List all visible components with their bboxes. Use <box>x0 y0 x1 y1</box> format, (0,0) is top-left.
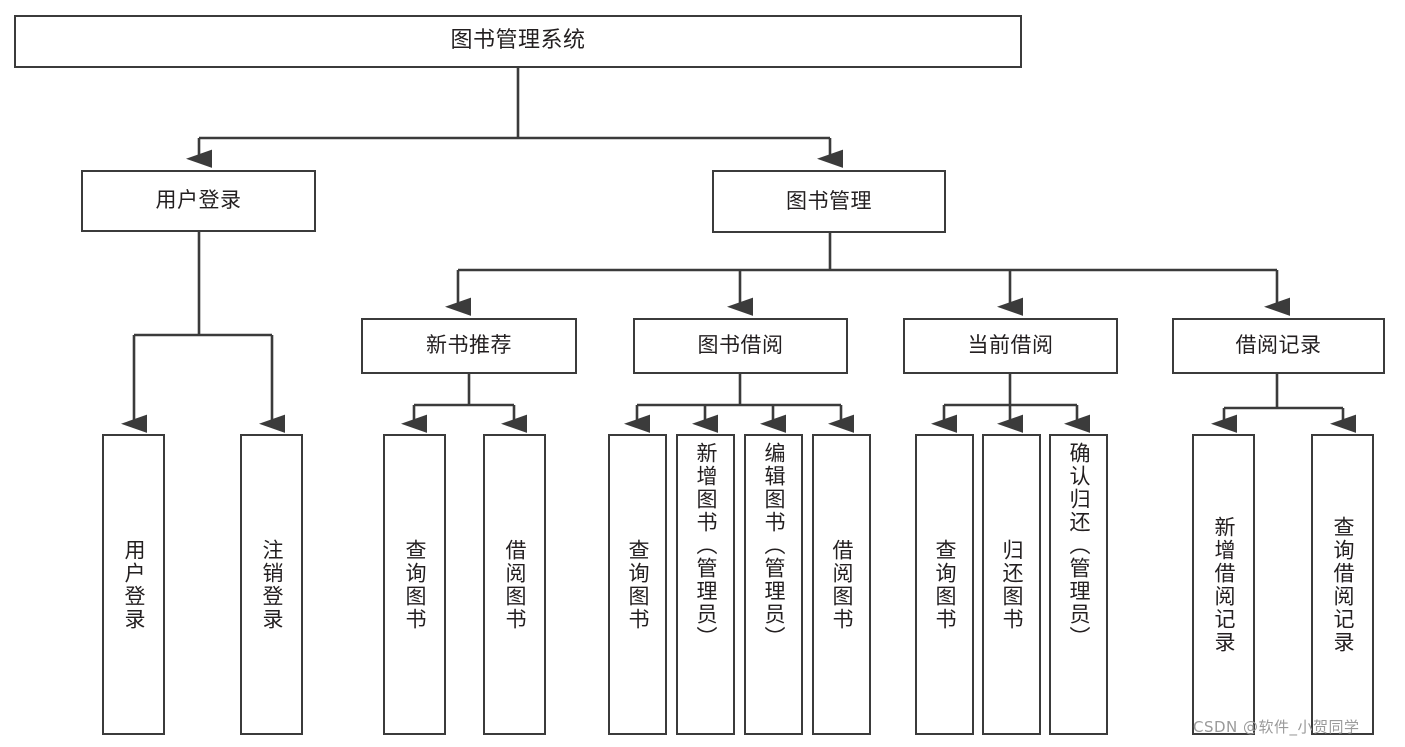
node-current-borrow[interactable]: 当前借阅 <box>903 318 1118 374</box>
csdn-watermark: CSDN @软件_小贺同学 <box>1193 718 1360 736</box>
node-label: 注销登录 <box>260 538 284 631</box>
leaf-record-query-record[interactable]: 查询借阅记录 <box>1311 434 1374 735</box>
node-label: 当前借阅 <box>967 333 1054 358</box>
leaf-borrow-borrow-book[interactable]: 借阅图书 <box>812 434 871 735</box>
node-label: 图书借阅 <box>697 333 784 358</box>
node-label: 新增借阅记录 <box>1212 515 1236 654</box>
leaf-record-add-record[interactable]: 新增借阅记录 <box>1192 434 1255 735</box>
node-label: 用户登录 <box>122 538 146 631</box>
node-user-login[interactable]: 用户登录 <box>81 170 316 232</box>
node-book-borrow[interactable]: 图书借阅 <box>633 318 848 374</box>
node-label: 确认归还（管理员） <box>1067 442 1091 649</box>
node-label: 查询图书 <box>626 538 650 631</box>
node-label: 查询图书 <box>403 538 427 631</box>
leaf-user-login-login[interactable]: 用户登录 <box>102 434 165 735</box>
node-label: 编辑图书（管理员） <box>762 442 786 649</box>
node-label: 借阅图书 <box>503 538 527 631</box>
node-label: 用户登录 <box>155 188 242 213</box>
leaf-borrow-edit-book[interactable]: 编辑图书（管理员） <box>744 434 803 735</box>
node-label: 归还图书 <box>1000 538 1024 631</box>
node-new-book-recommend[interactable]: 新书推荐 <box>361 318 577 374</box>
leaf-current-return-book[interactable]: 归还图书 <box>982 434 1041 735</box>
node-label: 借阅记录 <box>1235 333 1322 358</box>
leaf-new-book-query[interactable]: 查询图书 <box>383 434 446 735</box>
node-label: 查询借阅记录 <box>1331 515 1355 654</box>
leaf-current-query-book[interactable]: 查询图书 <box>915 434 974 735</box>
leaf-new-book-borrow[interactable]: 借阅图书 <box>483 434 546 735</box>
node-label: 借阅图书 <box>830 538 854 631</box>
node-label: 新增图书（管理员） <box>694 442 718 649</box>
leaf-user-login-logout[interactable]: 注销登录 <box>240 434 303 735</box>
node-label: 图书管理 <box>786 188 872 213</box>
node-book-management[interactable]: 图书管理 <box>712 170 946 233</box>
node-label: 图书管理系统 <box>450 28 586 54</box>
node-book-management-system[interactable]: 图书管理系统 <box>14 15 1022 68</box>
node-borrow-record[interactable]: 借阅记录 <box>1172 318 1385 374</box>
node-label: 查询图书 <box>933 538 957 631</box>
leaf-borrow-query-book[interactable]: 查询图书 <box>608 434 667 735</box>
leaf-current-confirm-return[interactable]: 确认归还（管理员） <box>1049 434 1108 735</box>
leaf-borrow-add-book[interactable]: 新增图书（管理员） <box>676 434 735 735</box>
node-label: 新书推荐 <box>426 333 512 358</box>
